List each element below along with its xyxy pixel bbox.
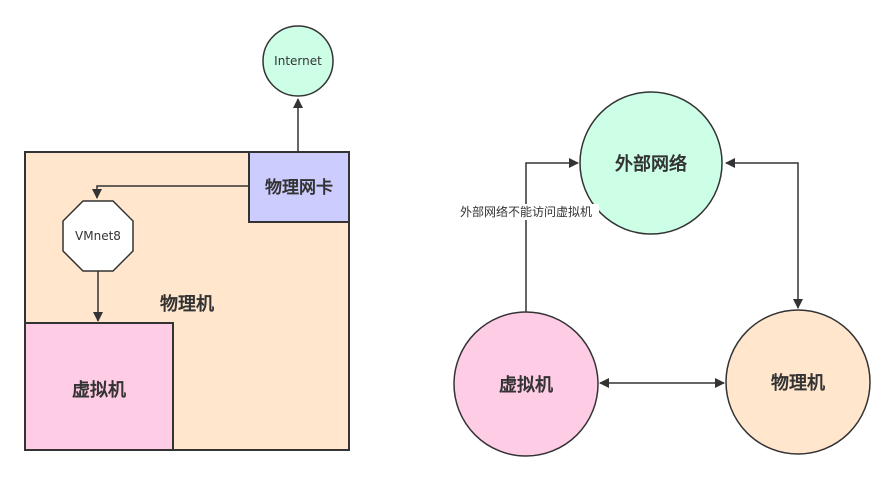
- vm-box-label: 虚拟机: [72, 379, 126, 401]
- host-node-label: 物理机: [771, 372, 825, 394]
- host-node: [725, 309, 871, 455]
- internet-node: [262, 25, 334, 97]
- host-box-label: 物理机: [160, 293, 214, 315]
- network-host-edge: [725, 158, 803, 309]
- vmnet8-label: VMnet8: [75, 229, 121, 243]
- edge-note: 外部网络不能访问虚拟机: [460, 204, 592, 219]
- nic-to-vmnet8-edge: [92, 185, 249, 199]
- vmnet8-node: [62, 200, 134, 272]
- vm-node-label: 虚拟机: [499, 374, 553, 396]
- edge-note-bg: [453, 204, 599, 220]
- nic-box: [248, 151, 350, 223]
- external-network-node: [579, 91, 723, 235]
- vm-to-network-edge: [525, 158, 579, 312]
- internet-label: Internet: [274, 54, 322, 68]
- vm-box: [24, 322, 174, 451]
- nic-label: 物理网卡: [265, 177, 333, 198]
- external-network-label: 外部网络: [615, 153, 687, 175]
